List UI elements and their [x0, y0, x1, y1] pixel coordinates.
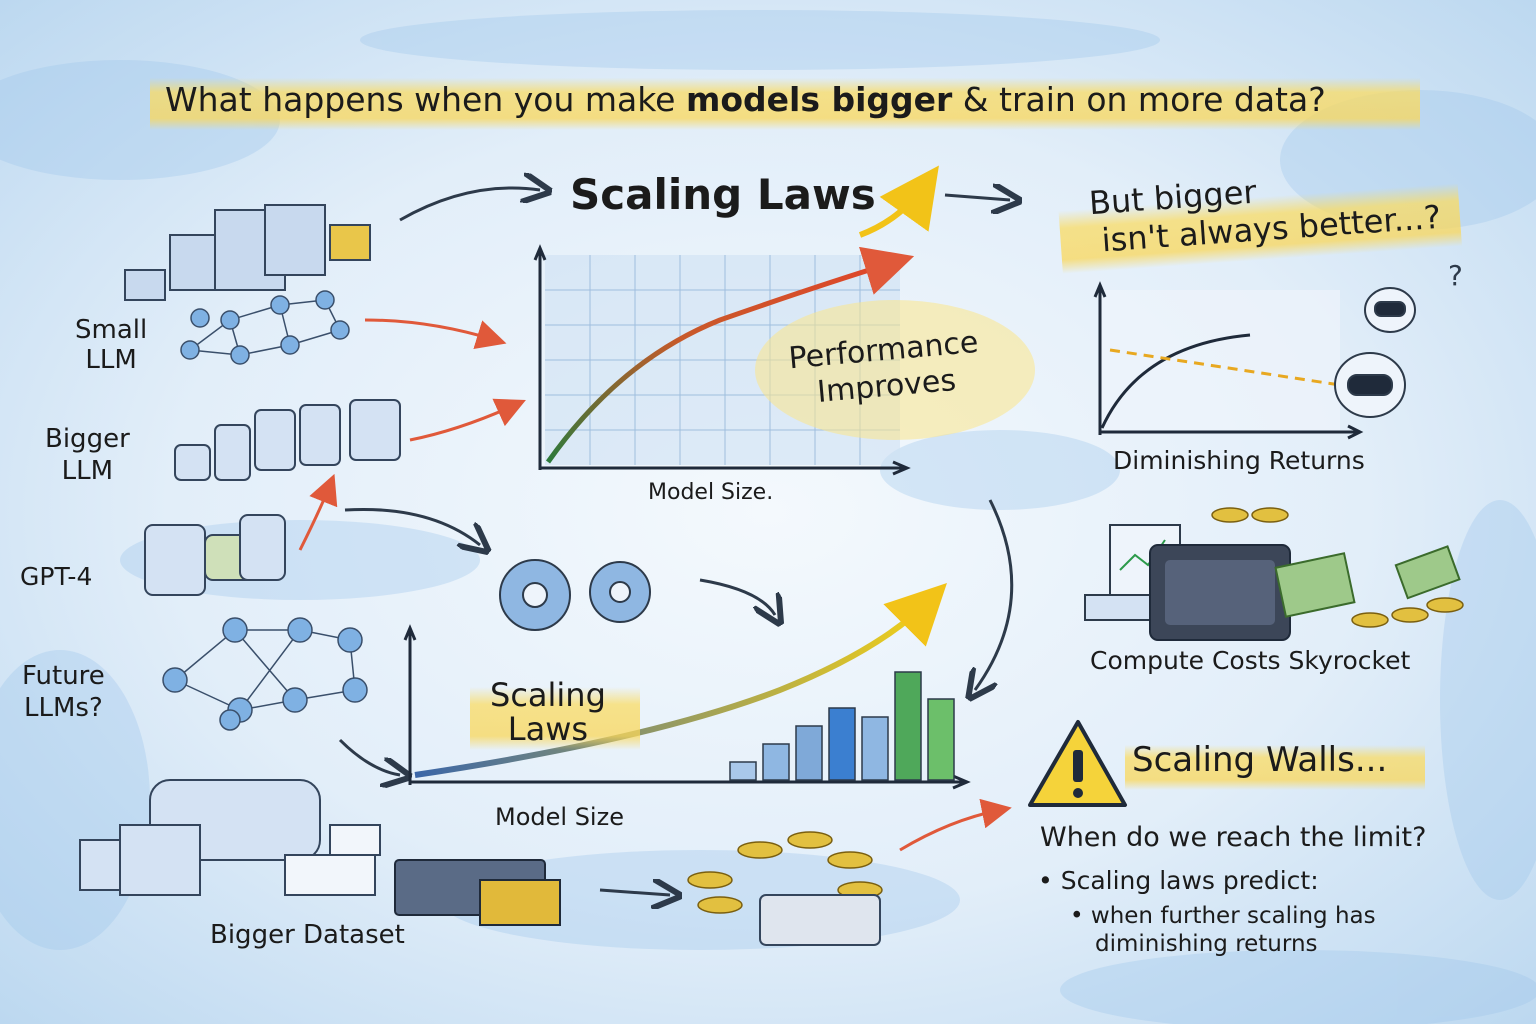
arrow-gears-burst: [699, 578, 775, 615]
main-chart-y-axis: [533, 244, 547, 470]
robot-icon: [1334, 287, 1416, 418]
dashed-trend-line: [1109, 348, 1341, 387]
performance-curve: [545, 246, 915, 464]
main-chart-xlabel: Model Size.: [648, 480, 774, 505]
gpt4-database-icon: [144, 514, 286, 596]
diminishing-curve: [1100, 333, 1251, 429]
arrow-dataset: [338, 738, 400, 775]
bullet-scaling-laws: • Scaling laws predict:: [1038, 866, 1319, 895]
page-title: What happens when you make models bigger…: [165, 80, 1326, 119]
limit-question: When do we reach the limit?: [1040, 822, 1427, 853]
bar: [762, 743, 790, 781]
label-bigger-dataset: Bigger Dataset: [210, 920, 405, 950]
warning-icon: [1028, 720, 1127, 807]
arrow-up-yellow: [858, 165, 939, 238]
neural-network-icon: [180, 290, 350, 365]
future-network-icon: [162, 617, 368, 731]
scaling-curve: [414, 583, 947, 778]
dataset-storage-icon: [79, 779, 381, 896]
scaling-laws-highlight: [470, 680, 640, 750]
bar: [795, 725, 823, 781]
lower-chart-x-axis: [410, 774, 971, 790]
bar: [861, 716, 889, 781]
arrow-bigger-llm: [409, 398, 526, 442]
arrow-curve-down: [975, 499, 1014, 690]
main-chart-title: Scaling Laws: [570, 170, 876, 219]
arrow-gpt4: [298, 473, 338, 551]
bar: [828, 707, 856, 781]
lower-chart-xlabel: Model Size: [495, 803, 624, 831]
gpu-hardware-icon: [394, 859, 561, 926]
gears-icon: [499, 559, 651, 631]
arrow-small-llm: [364, 318, 507, 350]
bar: [927, 698, 955, 781]
compute-costs-icon: [1084, 507, 1464, 641]
arrow-to-gears: [344, 507, 480, 545]
label-gpt4: GPT-4: [20, 562, 93, 591]
arrow-to-title: [399, 188, 540, 222]
bar: [894, 671, 922, 781]
bar: [729, 761, 757, 781]
diminishing-chart: [1093, 281, 1364, 440]
title-highlight: [150, 72, 1420, 130]
walls-highlight: [1125, 740, 1425, 790]
main-chart-x-axis: [540, 460, 911, 476]
scaling-walls-title: Scaling Walls...: [1132, 740, 1388, 780]
lower-chart: [403, 583, 971, 790]
server-buildings-icon: [124, 204, 371, 301]
arrow-to-walls: [899, 798, 1012, 852]
compute-costs-label: Compute Costs Skyrocket: [1090, 646, 1411, 675]
database-stacks-icon: [174, 399, 401, 481]
arrow-to-right: [944, 195, 1010, 200]
diminishing-returns-label: Diminishing Returns: [1113, 446, 1365, 475]
server-box-icon: [759, 894, 881, 946]
lower-chart-y-axis: [403, 624, 417, 785]
performance-burst: [755, 300, 1035, 440]
question-mark-icon: ?: [1448, 259, 1463, 292]
arrow-gpu-coins: [599, 890, 670, 895]
